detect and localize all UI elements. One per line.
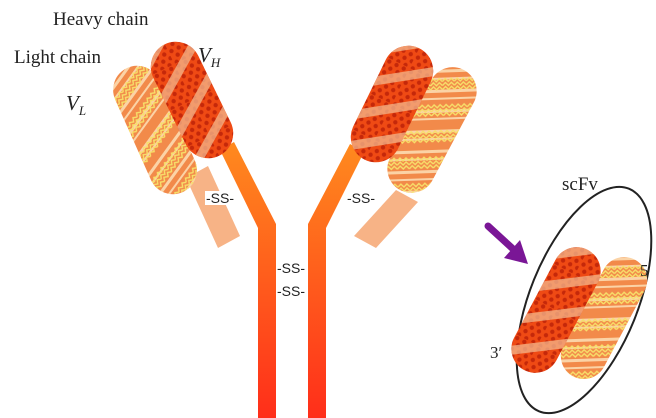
vl-label-sub: L: [79, 103, 86, 118]
left-heavy-stem: [220, 142, 276, 418]
ss-bond-right-label: -SS-: [346, 191, 376, 205]
vh-label: VH: [198, 45, 220, 69]
five-prime-label: 5: [640, 262, 649, 279]
ss-bond-hinge-top-label: -SS-: [276, 261, 306, 275]
heavy-chain-stems: [220, 142, 364, 418]
light-chain-label: Light chain: [14, 48, 101, 67]
vh-label-sub: H: [211, 55, 220, 70]
scfv-construct: [489, 169, 656, 418]
heavy-chain-label: Heavy chain: [53, 10, 148, 29]
scfv-pointer-arrow: [488, 226, 528, 264]
three-prime-label: 3′: [490, 344, 502, 361]
ss-bond-left-label: -SS-: [205, 191, 235, 205]
vh-label-main: V: [198, 43, 211, 67]
vl-label: VL: [66, 93, 86, 117]
vl-label-main: V: [66, 91, 79, 115]
ss-bond-hinge-bottom-label: -SS-: [276, 284, 306, 298]
right-heavy-stem: [308, 144, 364, 418]
scfv-label: scFv: [562, 175, 598, 194]
